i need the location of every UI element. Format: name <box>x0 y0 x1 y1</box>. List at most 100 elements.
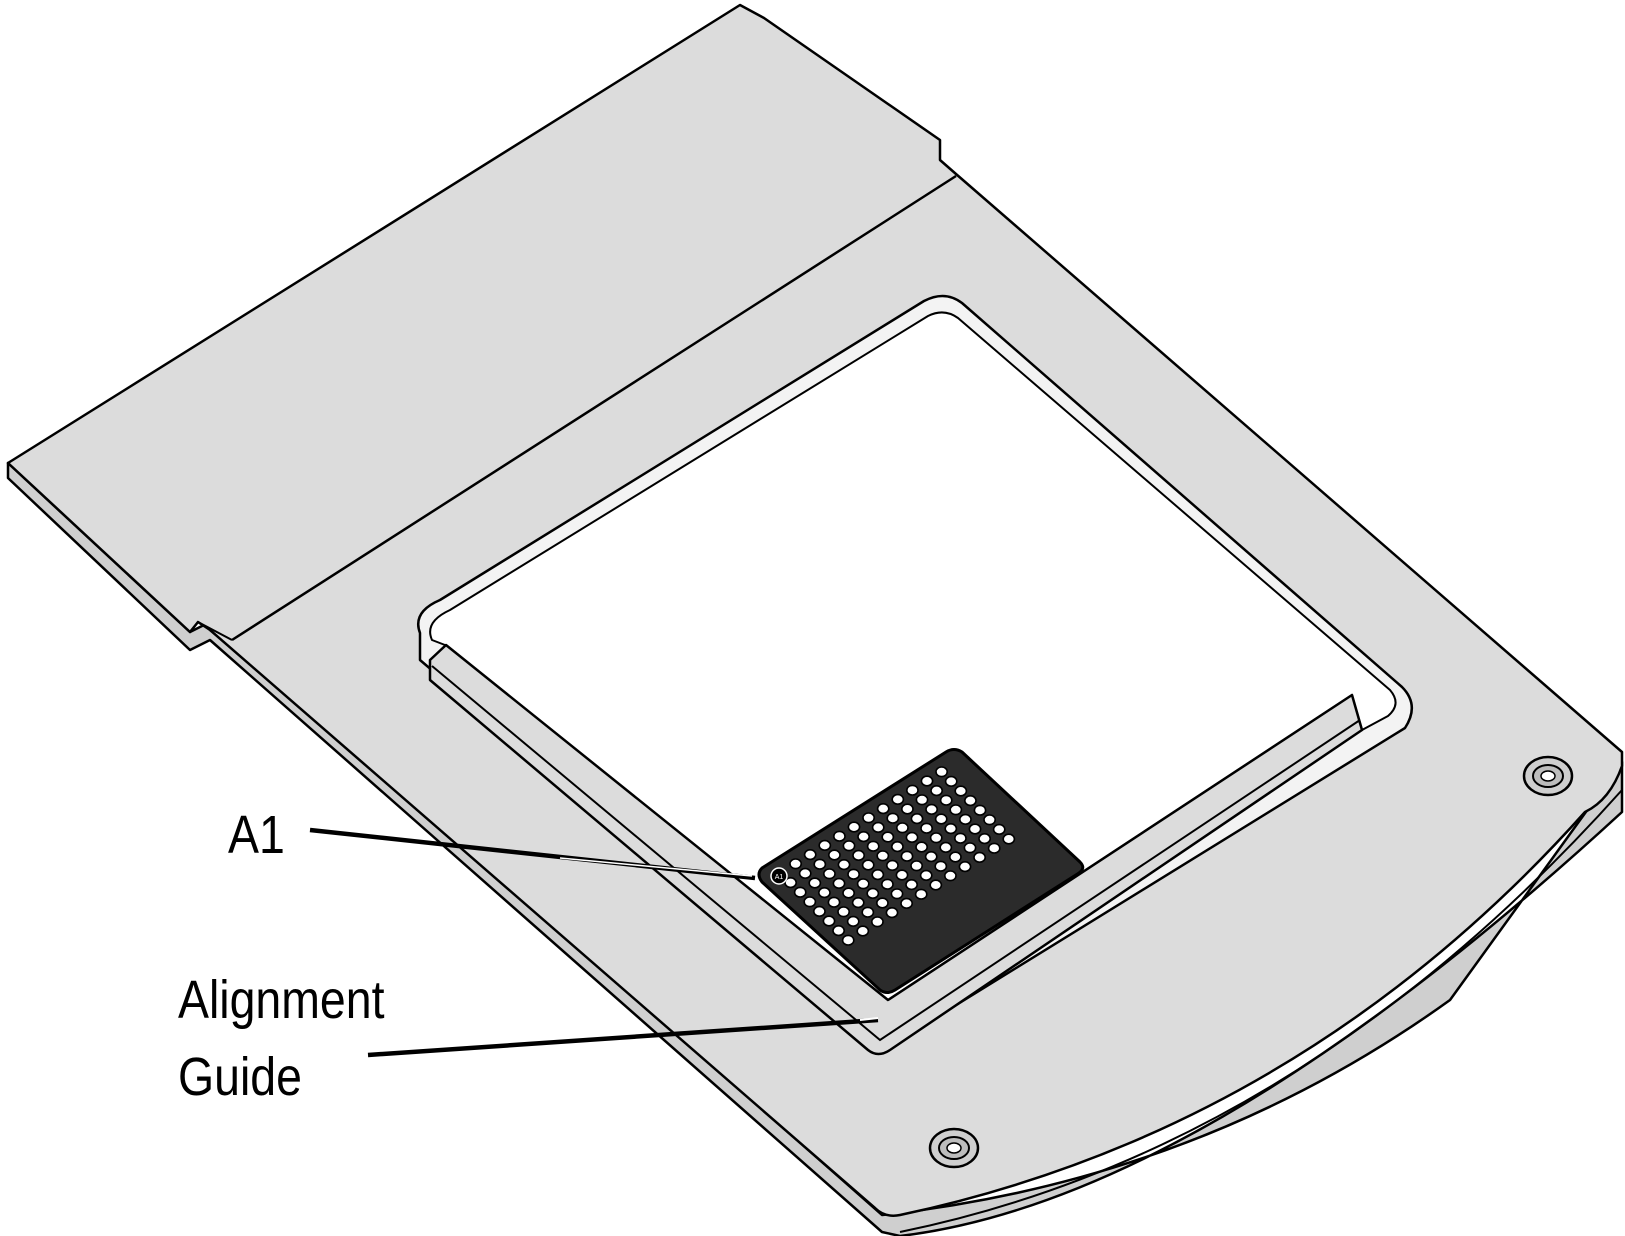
screw-hole-left <box>928 1127 980 1169</box>
well <box>934 813 948 825</box>
well <box>861 906 875 918</box>
alignment-guide-inner-line <box>431 665 1361 1042</box>
well-area-opening <box>429 311 1397 1001</box>
a1-leader-line-highlight <box>559 857 753 877</box>
well <box>968 823 982 835</box>
well <box>954 832 967 844</box>
well <box>827 896 841 908</box>
well <box>939 794 953 806</box>
well <box>832 924 845 937</box>
well <box>983 814 996 826</box>
well <box>886 859 899 872</box>
well <box>856 878 870 890</box>
screw-hole-right <box>1522 755 1574 797</box>
well <box>862 812 875 824</box>
well <box>905 878 918 891</box>
tray-edge <box>6 461 1624 1236</box>
well <box>963 842 977 854</box>
a1-callout-label: A1 <box>228 804 285 865</box>
well <box>822 915 836 927</box>
well <box>886 812 900 824</box>
tray-seam <box>231 174 957 642</box>
tray-notch <box>189 620 233 641</box>
well <box>818 839 832 852</box>
well <box>837 906 850 918</box>
well <box>929 832 943 844</box>
well <box>915 794 929 806</box>
well <box>958 860 972 873</box>
well-marker-a1-text: A1 <box>775 874 784 881</box>
well <box>871 916 884 928</box>
well <box>881 831 895 843</box>
well <box>847 821 861 833</box>
well <box>1002 833 1016 845</box>
well <box>803 848 817 861</box>
well <box>934 860 948 872</box>
well <box>876 897 889 909</box>
well <box>900 897 913 910</box>
well <box>832 877 846 890</box>
well <box>978 832 991 845</box>
well <box>924 850 938 863</box>
well <box>856 925 870 937</box>
well <box>866 887 880 900</box>
well <box>900 850 914 862</box>
well <box>876 802 890 815</box>
well <box>929 879 943 891</box>
well <box>833 830 846 842</box>
well <box>987 842 1001 854</box>
tray-front-edge-line <box>899 789 1623 1233</box>
well <box>876 850 890 862</box>
well <box>789 858 802 870</box>
well <box>808 877 822 889</box>
well <box>866 840 880 852</box>
well <box>901 803 914 815</box>
well <box>992 823 1006 836</box>
alignment-guide-leader-highlight <box>859 1017 879 1021</box>
well <box>852 849 865 862</box>
well <box>925 803 938 816</box>
well <box>944 822 958 835</box>
well <box>949 851 962 863</box>
well <box>914 888 928 900</box>
well <box>842 840 856 852</box>
well <box>798 867 812 880</box>
well <box>813 905 826 918</box>
well <box>920 822 933 834</box>
well <box>915 841 928 853</box>
well <box>891 793 905 806</box>
well <box>885 906 899 919</box>
well <box>964 794 977 807</box>
well <box>851 896 865 909</box>
well <box>861 859 875 871</box>
well <box>803 896 817 908</box>
well <box>784 876 797 889</box>
well-grid <box>784 766 1016 946</box>
well <box>935 766 948 778</box>
well <box>891 840 904 853</box>
well <box>973 804 987 816</box>
well <box>871 821 885 834</box>
well <box>823 868 836 880</box>
well <box>949 804 963 816</box>
well <box>930 784 943 797</box>
well <box>828 849 841 861</box>
alignment-guide-label-line2: Guide <box>178 1046 302 1107</box>
well <box>896 822 909 834</box>
well <box>973 851 986 864</box>
well <box>842 887 855 899</box>
well <box>944 870 957 882</box>
well <box>905 831 919 844</box>
well <box>919 869 933 882</box>
alignment-guide-leader-line <box>367 1017 879 1058</box>
alignment-guide-label-line1: Alignment <box>178 969 385 1030</box>
well <box>920 775 934 787</box>
well <box>793 886 807 898</box>
well <box>881 878 894 890</box>
well <box>857 830 870 843</box>
well <box>910 812 924 825</box>
well <box>890 888 904 900</box>
well <box>813 858 827 870</box>
well <box>818 886 831 899</box>
